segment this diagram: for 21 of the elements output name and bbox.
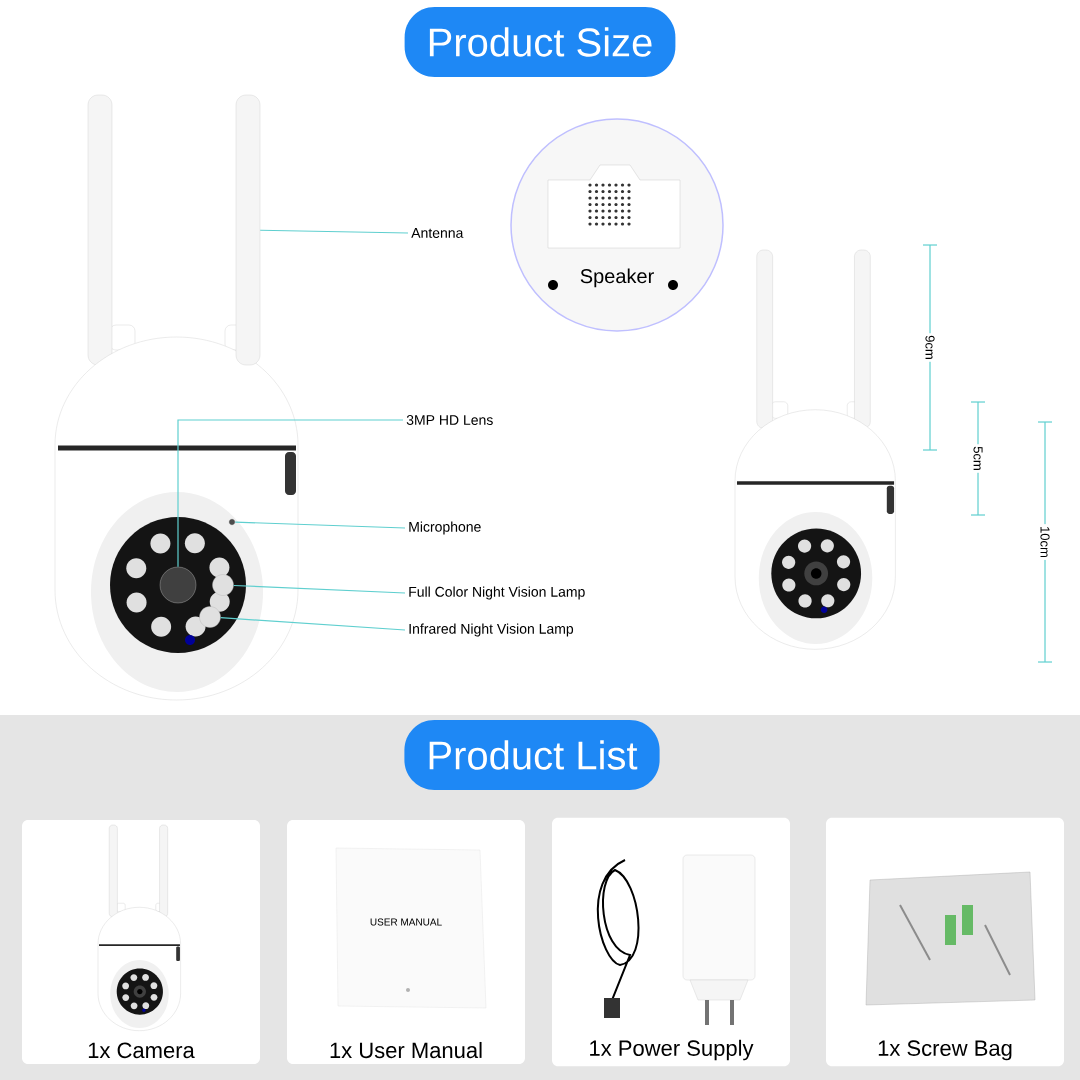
callout-text: Microphone <box>409 521 481 535</box>
camera-part <box>228 518 236 526</box>
camera-part <box>159 566 197 604</box>
callout-text: Infrared Night Vision Lamp <box>409 623 574 637</box>
leader-line <box>220 617 406 631</box>
dimension-label: 10cm <box>1038 524 1052 560</box>
callout-text: Antenna <box>411 228 464 238</box>
callout-text: Full Color Night Vision Lamp <box>409 586 585 600</box>
leader-line <box>233 584 406 594</box>
camera-part <box>212 574 234 596</box>
antenna-bar <box>235 94 261 366</box>
cover-text: USER MANUAL <box>370 918 442 926</box>
callout-text: 3MP HD Lens <box>406 415 493 425</box>
camera-part <box>199 606 221 628</box>
heading-pill: Product List <box>404 720 660 790</box>
leader-line <box>177 419 404 568</box>
dimension-label: 9cm <box>923 333 937 362</box>
dimension-label: 5cm <box>971 444 985 473</box>
heading-pill: Product Size <box>404 7 676 77</box>
leader-line <box>234 521 406 529</box>
leader-line <box>259 229 409 234</box>
